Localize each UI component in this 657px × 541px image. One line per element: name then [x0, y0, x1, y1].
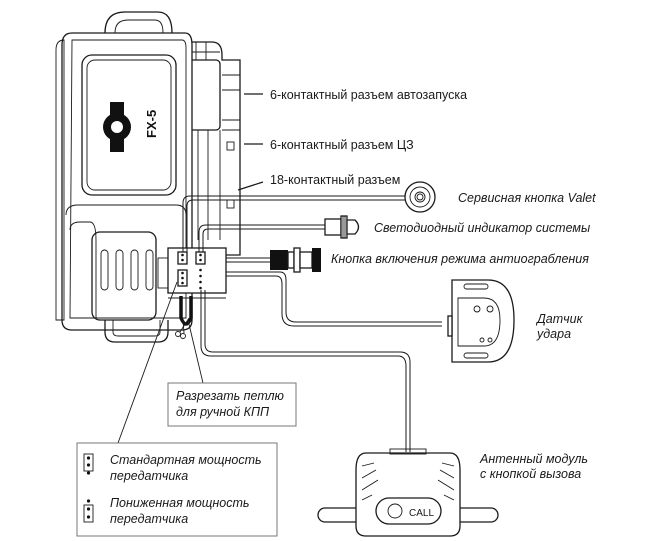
label-valet: Сервисная кнопка Valet	[458, 191, 596, 205]
model-label: FX-5	[144, 110, 159, 138]
label-panel	[81, 54, 177, 196]
shock-sensor-icon	[447, 279, 515, 363]
label-cut-loop-1: Разрезать петлю	[176, 389, 285, 403]
label-connector-autostart: 6-контактный разъем автозапуска	[270, 88, 467, 102]
antihijack-button-icon	[270, 247, 321, 273]
cut-loop-wire	[179, 296, 193, 326]
label-shock-sensor-2: удара	[536, 327, 571, 341]
label-shock-sensor-1: Датчик	[535, 312, 584, 326]
label-connector-main: 18-контактный разъем	[270, 173, 400, 187]
legend-item-reduced: Пониженная мощность передатчика	[83, 496, 249, 526]
label-led: Светодиодный индикатор системы	[374, 221, 590, 235]
label-antihijack: Кнопка включения режима антиограбления	[331, 252, 589, 266]
led-indicator-icon	[324, 215, 360, 239]
jumper-legend	[76, 442, 278, 537]
top-handle	[104, 11, 173, 34]
scissors-icon	[175, 317, 190, 339]
jumper-standard-icon	[83, 453, 94, 475]
legend-item-standard: Стандартная мощность передатчика	[83, 453, 262, 483]
label-cut-loop-2: для ручной КПП	[176, 405, 270, 419]
legend-standard-line1: Стандартная мощность	[110, 453, 262, 467]
legend-standard-line2: передатчика	[110, 469, 188, 483]
kgb-logo-icon	[103, 102, 131, 152]
wires	[182, 195, 442, 452]
cut-loop-callout	[167, 382, 297, 427]
label-antenna-2: с кнопкой вызова	[480, 467, 581, 481]
label-connector-central-lock: 6-контактный разъем ЦЗ	[270, 138, 414, 152]
label-antenna-1: Антенный модуль	[479, 452, 588, 466]
valet-button-icon	[404, 181, 436, 213]
legend-reduced-line1: Пониженная мощность	[110, 496, 249, 510]
antenna-module-icon	[317, 448, 499, 537]
legend-reduced-line2: передатчика	[110, 512, 188, 526]
call-button-label: CALL	[409, 508, 434, 519]
jumper-reduced-icon	[83, 499, 94, 523]
main-unit: FX-5	[55, 11, 241, 343]
